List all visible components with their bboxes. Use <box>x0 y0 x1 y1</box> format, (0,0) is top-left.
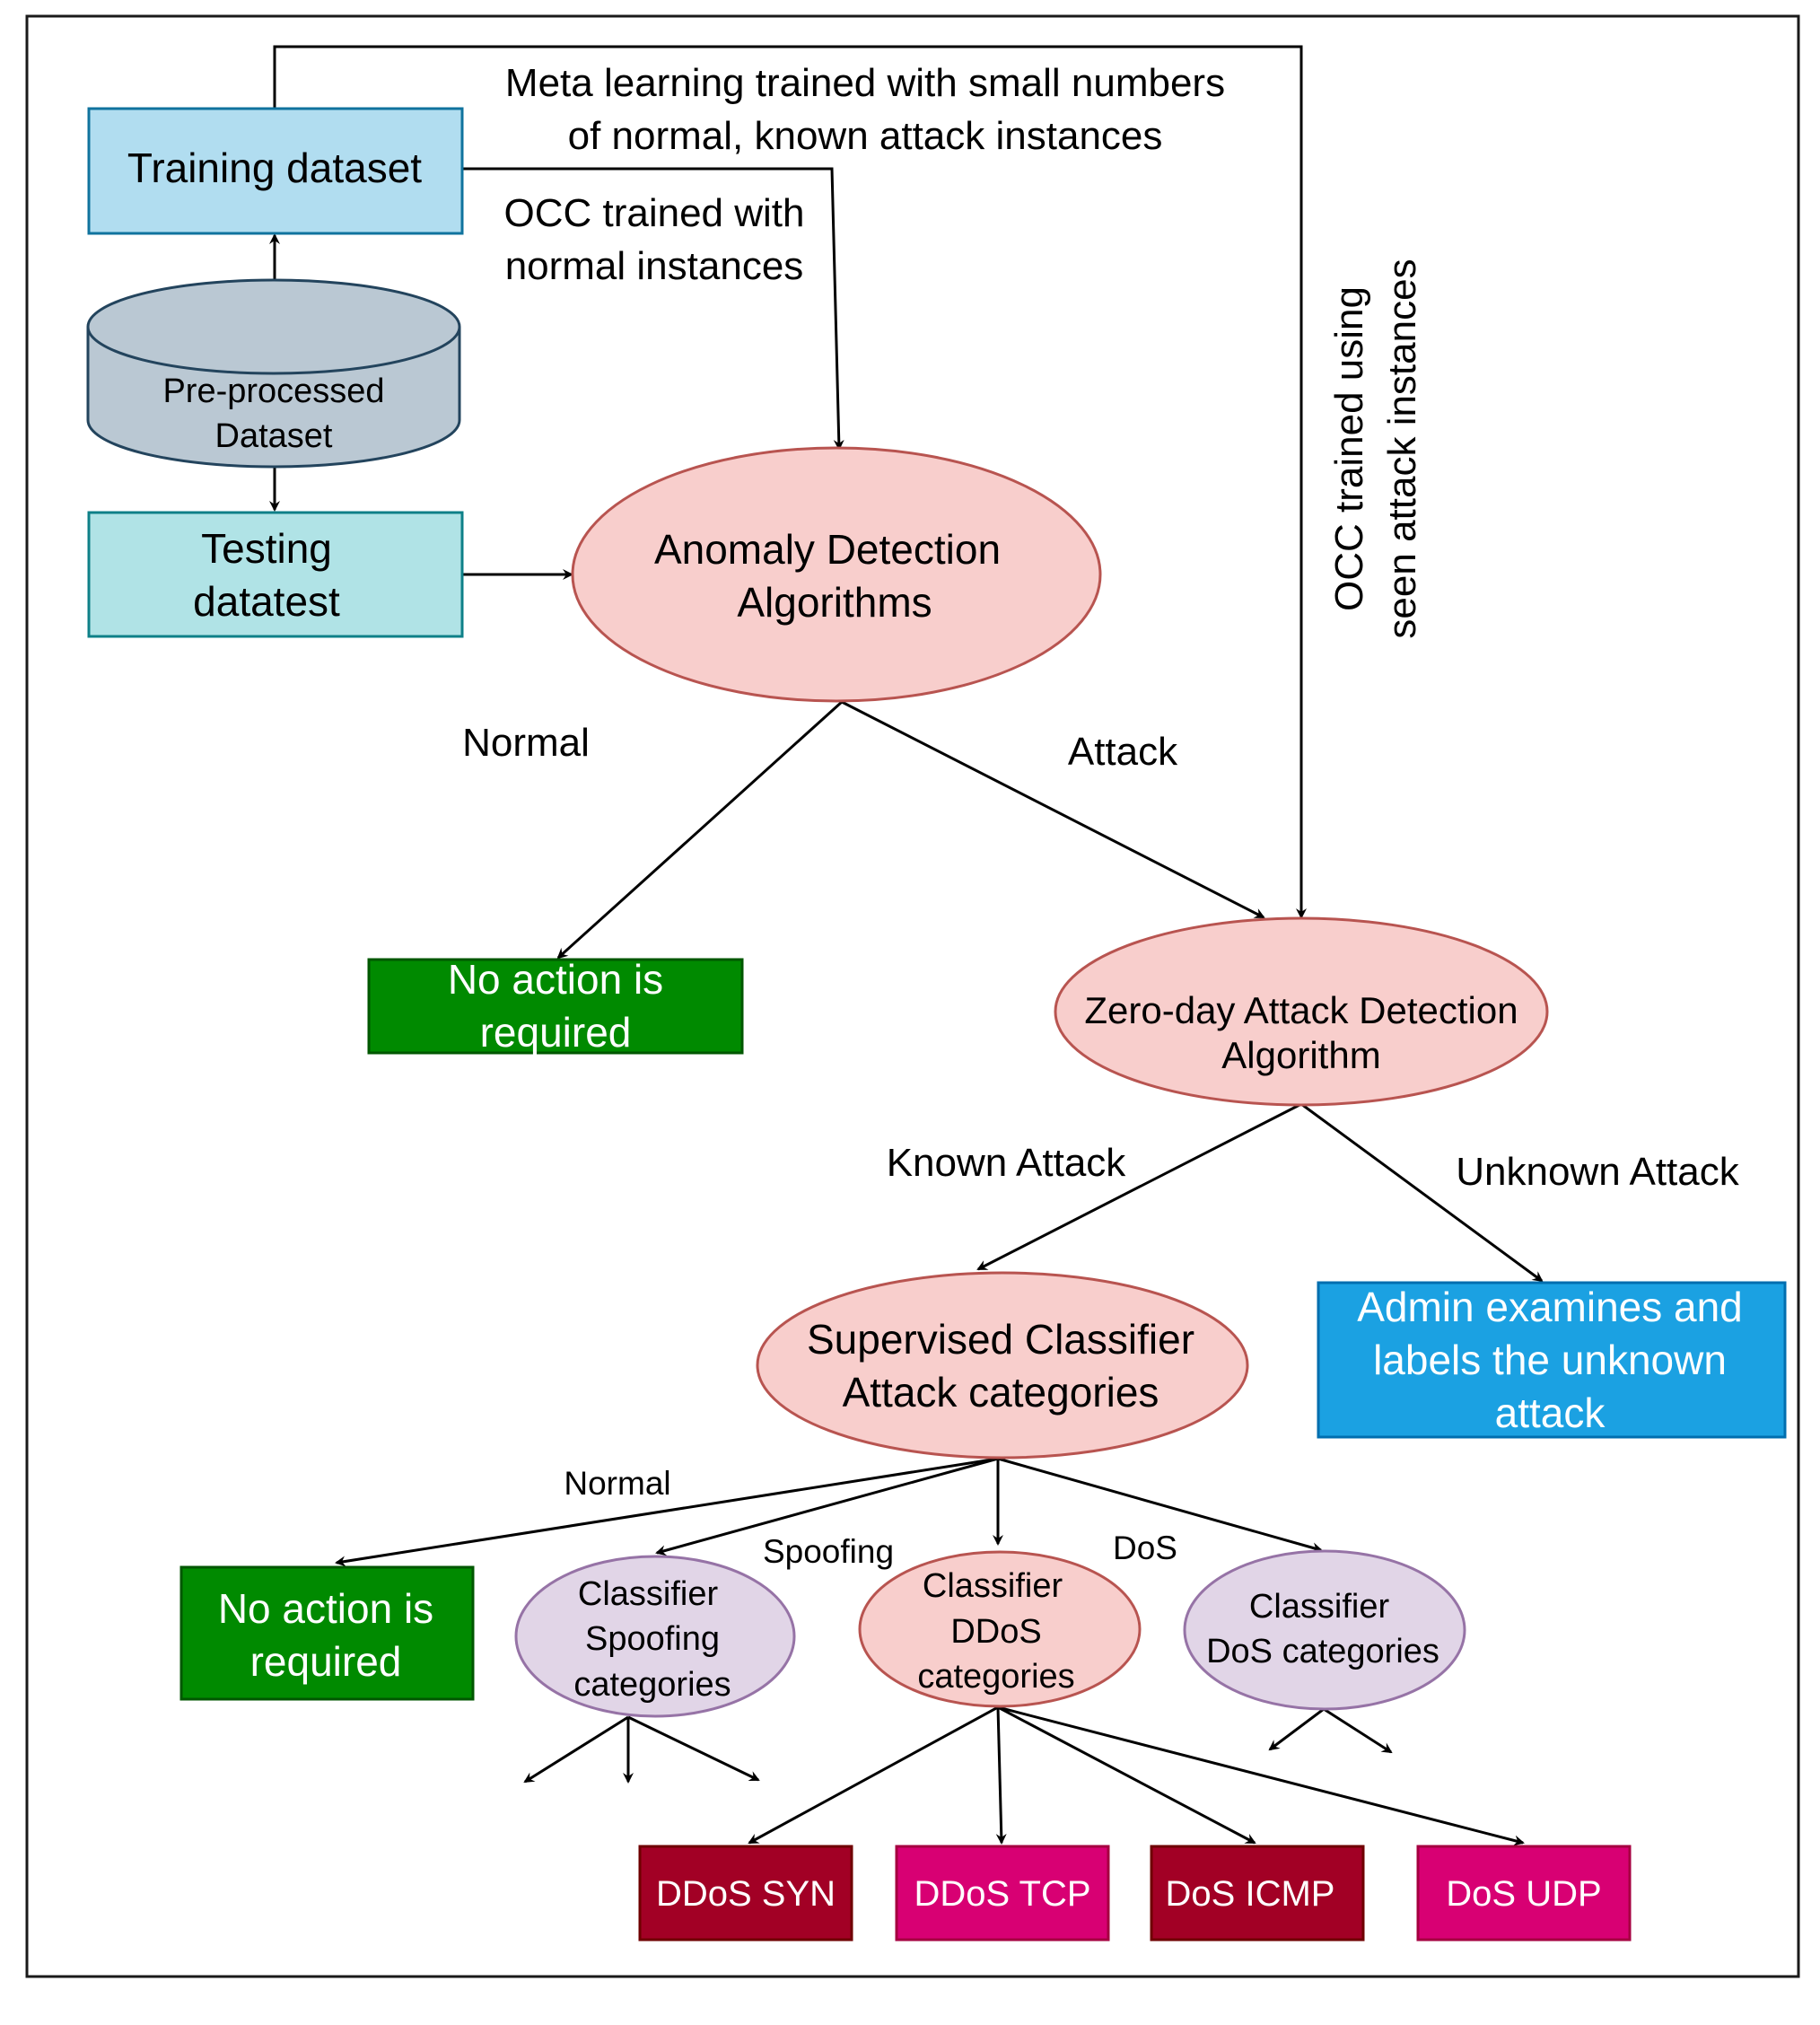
known-attack-label: Known Attack <box>887 1141 1127 1185</box>
training-dataset-label: Training dataset <box>127 145 422 191</box>
preprocessed-dataset-label-line-2: Dataset <box>215 417 333 455</box>
training-dataset-node: Training dataset <box>87 107 464 235</box>
anomaly-detection-label-line-1: Anomaly Detection <box>654 526 1001 573</box>
preprocessed-dataset-node: Pre-processed Dataset <box>86 278 461 469</box>
dos-icmp-label: DoS ICMP <box>1166 1874 1335 1914</box>
edge-dos-sub-2 <box>1323 1707 1393 1754</box>
admin-examines-label-line-3: attack <box>1495 1389 1606 1436</box>
classifier-spoofing-label-line-2: Spoofing <box>585 1620 720 1658</box>
ddos-tcp-label: DDoS TCP <box>914 1874 1090 1914</box>
admin-examines-label-line-1: Admin examines and <box>1357 1284 1743 1330</box>
testing-dataset-node: Testing datatest <box>87 511 464 638</box>
ddos-tcp-node: DDoS TCP <box>895 1845 1110 1942</box>
admin-examines-node: Admin examines and labels the unknown at… <box>1317 1281 1787 1439</box>
edge-training-to-zero-day <box>273 45 1307 919</box>
edge-supervised-to-spoofing <box>655 1457 999 1556</box>
zero-day-node: Zero-day Attack Detection Algorithm <box>1054 916 1549 1107</box>
zero-day-label-line-1: Zero-day Attack Detection <box>1084 989 1518 1031</box>
meta-learning-label-line-1: Meta learning trained with small numbers <box>505 61 1225 105</box>
zero-day-label-line-2: Algorithm <box>1221 1034 1380 1076</box>
classifier-dos-node: Classifier DoS categories <box>1183 1549 1466 1711</box>
occ-seen-label-line-2: seen attack instances <box>1380 259 1424 638</box>
spoofing-label: Spoofing <box>763 1533 894 1570</box>
classifier-ddos-label-line-2: DDoS <box>950 1613 1041 1651</box>
classifier-ddos-node: Classifier DDoS categories <box>858 1550 1142 1708</box>
supervised-classifier-label-line-1: Supervised Classifier <box>807 1316 1194 1363</box>
edge-anomaly-to-zero-day <box>841 700 1265 919</box>
classifier-spoofing-label-line-3: categories <box>573 1666 731 1704</box>
attack-label: Attack <box>1068 730 1178 774</box>
edges <box>269 45 1544 1846</box>
testing-dataset-label-line-2: datatest <box>193 578 340 625</box>
supervised-classifier-label-line-2: Attack categories <box>843 1369 1159 1416</box>
edge-ddos-to-syn <box>748 1705 999 1845</box>
no-action-2-label-line-1: No action is <box>218 1585 433 1632</box>
no-action-1-label-line-1: No action is <box>448 956 663 1003</box>
no-action-1-label-line-2: required <box>480 1009 632 1056</box>
edge-ddos-to-tcp <box>995 1706 1007 1845</box>
edge-labels: Meta learning trained with small numbers… <box>462 61 1740 1570</box>
classifier-spoofing-node: Classifier Spoofing categories <box>514 1555 796 1718</box>
classifier-ddos-label-line-3: categories <box>917 1658 1074 1696</box>
normal-label-2: Normal <box>564 1465 670 1502</box>
edge-supervised-to-no-action <box>335 1457 999 1567</box>
edge-spoofing-sub-3 <box>627 1715 760 1782</box>
classifier-ddos-label-line-1: Classifier <box>923 1567 1063 1605</box>
anomaly-detection-node: Anomaly Detection Algorithms <box>571 446 1102 703</box>
admin-examines-label-line-2: labels the unknown <box>1373 1337 1727 1383</box>
meta-learning-label-line-2: of normal, known attack instances <box>568 114 1163 158</box>
occ-normal-label-line-1: OCC trained with <box>503 191 804 235</box>
outer-frame <box>25 14 1800 1978</box>
ddos-syn-node: DDoS SYN <box>638 1845 853 1942</box>
classifier-spoofing-label-line-1: Classifier <box>578 1575 719 1613</box>
edge-dos-sub-1 <box>1268 1707 1325 1751</box>
classifier-dos-label-line-2: DoS categories <box>1206 1633 1439 1670</box>
edge-spoofing-sub-1 <box>523 1715 629 1784</box>
no-action-node-2: No action is required <box>179 1565 475 1701</box>
normal-label-1: Normal <box>462 721 590 765</box>
testing-dataset-label-line-1: Testing <box>201 525 332 572</box>
dos-udp-node: DoS UDP <box>1416 1845 1632 1942</box>
edge-zero-day-to-admin <box>1300 1102 1544 1283</box>
edge-ddos-to-icmp <box>997 1705 1256 1845</box>
edge-ddos-to-udp <box>997 1705 1525 1846</box>
preprocessed-dataset-label-line-1: Pre-processed <box>162 373 384 410</box>
dos-label: DoS <box>1113 1530 1177 1566</box>
no-action-2-label-line-2: required <box>250 1638 402 1685</box>
no-action-node-1: No action is required <box>367 956 744 1056</box>
occ-seen-label-line-1: OCC trained using <box>1327 286 1371 611</box>
edge-supervised-to-dos <box>997 1457 1323 1554</box>
unknown-attack-label: Unknown Attack <box>1456 1150 1739 1194</box>
dos-udp-label: DoS UDP <box>1446 1874 1601 1914</box>
edge-training-to-anomaly <box>462 167 844 451</box>
anomaly-detection-label-line-2: Algorithms <box>737 579 932 626</box>
occ-normal-label-line-2: normal instances <box>505 244 804 288</box>
ddos-syn-label: DDoS SYN <box>656 1874 836 1914</box>
supervised-classifier-node: Supervised Classifier Attack categories <box>756 1271 1249 1460</box>
edge-anomaly-to-no-action <box>556 700 844 960</box>
dos-icmp-node: DoS ICMP <box>1150 1845 1365 1942</box>
classifier-dos-label-line-1: Classifier <box>1249 1588 1390 1626</box>
edge-zero-day-to-supervised <box>976 1102 1302 1271</box>
